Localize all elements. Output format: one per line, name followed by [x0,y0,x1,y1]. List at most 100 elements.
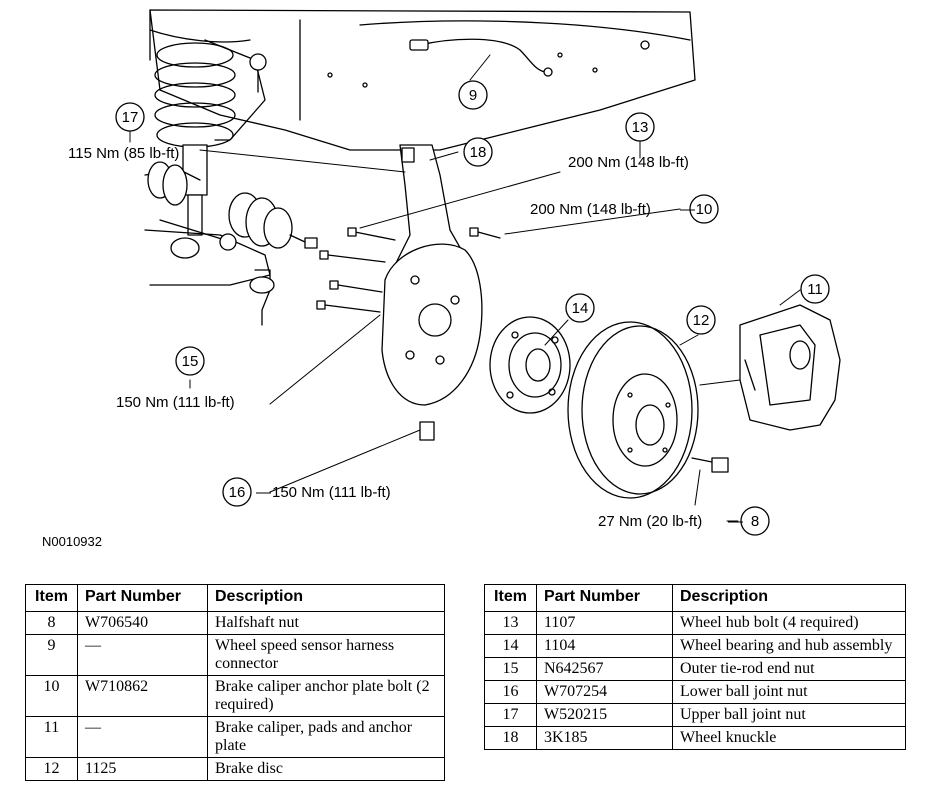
svg-text:12: 12 [693,312,710,329]
svg-text:10: 10 [696,201,713,218]
header-part-number: Part Number [536,584,673,612]
row-part-number: 1104 [536,634,673,658]
halfshaft [144,161,318,249]
hub-bolts [316,227,501,313]
frame-rail [149,9,696,151]
table-row: 14 1104 Wheel bearing and hub assembly [484,634,906,658]
torque-label-8: 27 Nm (20 lb-ft) [598,513,702,530]
drawing-id: N0010932 [42,534,102,549]
row-item: 17 [484,703,537,727]
callout-17: 17 [115,102,145,132]
row-item: 10 [25,675,78,717]
header-description: Description [207,584,445,612]
row-description: Wheel speed sensor harness connector [207,634,445,676]
row-part-number: — [77,634,208,676]
header-part-number: Part Number [77,584,208,612]
callout-8: 8 [740,506,770,536]
coil-spring [154,42,236,236]
torque-label-8-dash: — [728,513,743,530]
parts-table-right: Item Part Number Description 13 1107 Whe… [484,584,906,750]
row-part-number: N642567 [536,657,673,681]
halfshaft-nut [691,457,729,473]
row-item: 18 [484,726,537,750]
callout-12: 12 [686,305,716,335]
table-row: 9 — Wheel speed sensor harness connector [25,634,445,676]
row-item: 14 [484,634,537,658]
callout-18: 18 [463,137,493,167]
wheel-hub-assembly [489,316,571,414]
svg-text:18: 18 [470,144,487,161]
row-description: Upper ball joint nut [672,703,906,727]
table-row: 12 1125 Brake disc [25,757,445,781]
brake-caliper [739,304,841,431]
row-description: Wheel hub bolt (4 required) [672,611,906,635]
wheel-speed-sensor-harness [409,38,553,77]
header-item: Item [484,584,537,612]
row-part-number: W707254 [536,680,673,704]
callout-13: 13 [625,112,655,142]
row-item: 16 [484,680,537,704]
row-description: Halfshaft nut [207,611,445,635]
table-row: 15 N642567 Outer tie-rod end nut [484,657,906,681]
table-row: 17 W520215 Upper ball joint nut [484,703,906,727]
torque-label-16: 150 Nm (111 lb-ft) [272,484,391,501]
suspension-exploded-diagram: 9 17 13 18 10 11 14 12 [68,9,841,536]
torque-label-16-dash: — [256,484,271,501]
upper-control-arm [204,39,267,141]
lower-control-arm [144,219,275,326]
header-item: Item [25,584,78,612]
svg-text:17: 17 [122,109,139,126]
callout-11: 11 [800,274,830,304]
row-part-number: 3K185 [536,726,673,750]
table-header-row: Item Part Number Description [484,584,906,612]
parts-table-left: Item Part Number Description 8 W706540 H… [25,584,445,781]
callout-15: 15 [175,346,205,376]
row-description: Lower ball joint nut [672,680,906,704]
svg-text:15: 15 [182,353,199,370]
table-row: 16 W707254 Lower ball joint nut [484,680,906,704]
row-item: 11 [25,716,78,758]
callout-16: 16 [222,477,252,507]
row-description: Wheel bearing and hub assembly [672,634,906,658]
table-row: 13 1107 Wheel hub bolt (4 required) [484,611,906,635]
torque-label-15: 150 Nm (111 lb-ft) [116,394,235,411]
svg-text:8: 8 [751,513,759,530]
torque-label-10-dash: — [680,201,695,218]
row-description: Brake caliper anchor plate bolt (2 requi… [207,675,445,717]
svg-text:14: 14 [572,300,589,317]
row-part-number: W706540 [77,611,208,635]
table-header-row: Item Part Number Description [25,584,445,612]
table-row: 10 W710862 Brake caliper anchor plate bo… [25,675,445,717]
row-item: 13 [484,611,537,635]
leader-lines [129,54,801,522]
torque-label-17: 115 Nm (85 lb-ft) [68,145,179,162]
dust-shield [381,243,483,406]
row-item: 15 [484,657,537,681]
callout-9: 9 [458,80,488,110]
row-description: Brake caliper, pads and anchor plate [207,716,445,758]
torque-label-10: 200 Nm (148 lb-ft) [530,201,651,218]
table-row: 8 W706540 Halfshaft nut [25,611,445,635]
row-item: 8 [25,611,78,635]
callout-14: 14 [565,293,595,323]
table-row: 18 3K185 Wheel knuckle [484,726,906,750]
row-part-number: — [77,716,208,758]
header-description: Description [672,584,906,612]
svg-text:9: 9 [469,87,477,104]
torque-label-13: 200 Nm (148 lb-ft) [568,154,689,171]
row-part-number: 1125 [77,757,208,781]
svg-text:11: 11 [807,281,823,298]
row-item: 12 [25,757,78,781]
row-item: 9 [25,634,78,676]
callout-10: 10 [689,194,719,224]
row-part-number: 1107 [536,611,673,635]
row-description: Brake disc [207,757,445,781]
row-description: Wheel knuckle [672,726,906,750]
brake-disc [567,321,699,499]
svg-text:13: 13 [632,119,649,136]
svg-text:16: 16 [229,484,246,501]
table-row: 11 — Brake caliper, pads and anchor plat… [25,716,445,758]
row-description: Outer tie-rod end nut [672,657,906,681]
row-part-number: W710862 [77,675,208,717]
row-part-number: W520215 [536,703,673,727]
